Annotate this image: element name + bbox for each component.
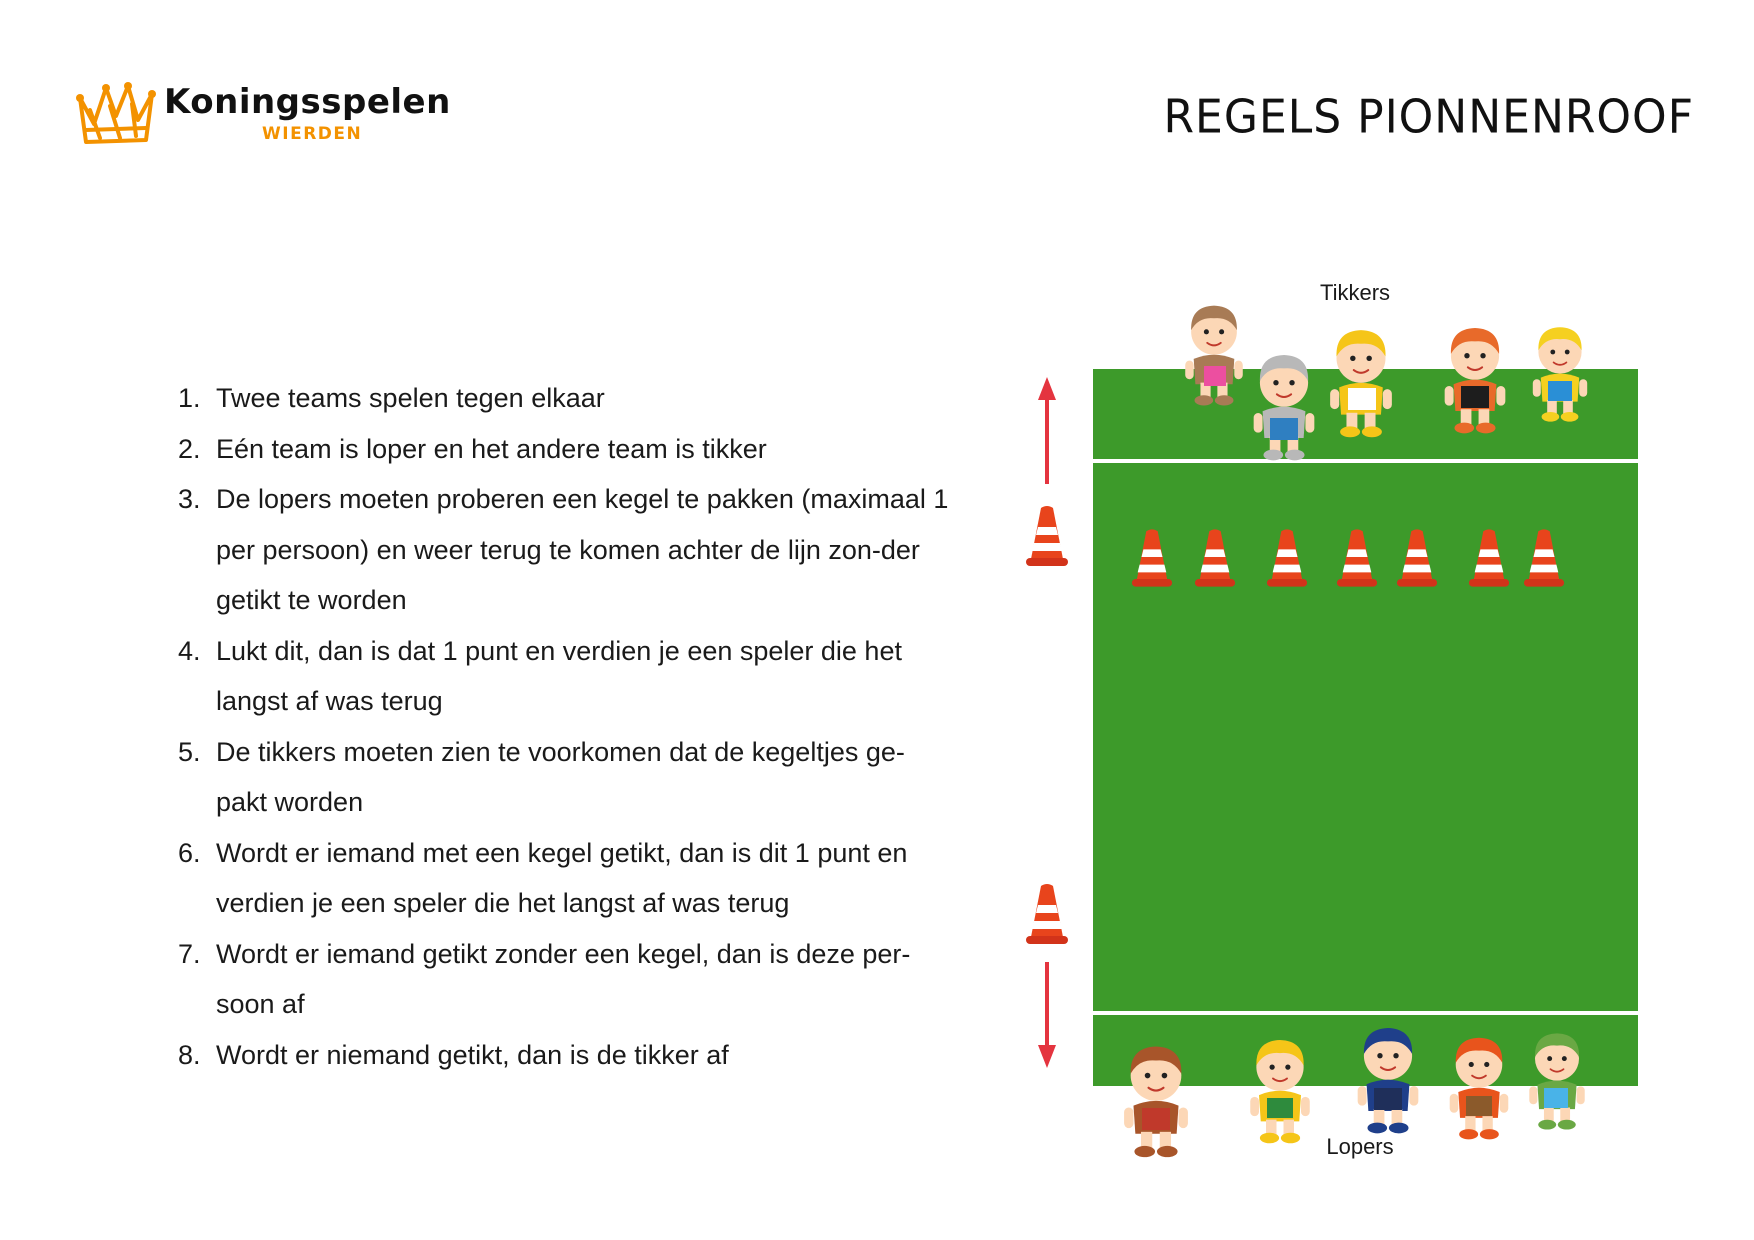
field-grass xyxy=(1093,369,1638,1086)
crown-icon xyxy=(76,82,156,144)
rule-item: 6. Wordt er iemand met een kegel getikt, … xyxy=(170,828,950,929)
tikkers-label: Tikkers xyxy=(1320,280,1390,305)
loper-child xyxy=(1123,1045,1189,1159)
brand-logo: Koningsspelen WIERDEN xyxy=(76,80,450,152)
side-cone-bottom xyxy=(1026,884,1068,944)
brand-location: WIERDEN xyxy=(262,124,363,144)
arrow-down-icon xyxy=(1038,962,1056,1068)
rule-number: 7. xyxy=(178,938,201,969)
loper-child xyxy=(1448,1036,1510,1141)
top-line xyxy=(1093,459,1638,463)
rule-item: 2. Eén team is loper en het andere team i… xyxy=(170,424,950,475)
tikker-child xyxy=(1443,327,1507,435)
rule-text: Wordt er iemand getikt zonder een kegel,… xyxy=(216,938,911,1020)
tikker-child xyxy=(1184,304,1244,407)
rule-number: 8. xyxy=(178,1039,201,1070)
rule-text: Wordt er niemand getikt, dan is de tikke… xyxy=(216,1039,729,1070)
rule-item: 4. Lukt dit, dan is dat 1 punt en verdien… xyxy=(170,626,950,727)
rule-text: Wordt er iemand met een kegel getikt, da… xyxy=(216,837,908,919)
rule-text: De tikkers moeten zien te voorkomen dat … xyxy=(216,736,905,818)
rule-number: 2. xyxy=(178,433,201,464)
arrow-up-icon xyxy=(1038,377,1056,484)
loper-child xyxy=(1356,1027,1420,1135)
tikker-child xyxy=(1252,354,1316,462)
rule-text: Lukt dit, dan is dat 1 punt en verdien j… xyxy=(216,635,902,717)
rule-number: 6. xyxy=(178,837,201,868)
rule-text: Eén team is loper en het andere team is … xyxy=(216,433,767,464)
brand-name: Koningsspelen xyxy=(164,82,451,122)
tikker-child xyxy=(1531,326,1589,423)
rule-item: 5. De tikkers moeten zien te voorkomen da… xyxy=(170,727,950,828)
rule-number: 1. xyxy=(178,383,201,413)
rule-number: 4. xyxy=(178,635,201,666)
rule-text: De lopers moeten proberen een kegel te p… xyxy=(216,484,949,615)
page-title: REGELS PIONNENROOF xyxy=(1163,90,1694,145)
tikker-child xyxy=(1329,329,1393,439)
side-cone-top xyxy=(1026,506,1068,566)
rule-item: 3. De lopers moeten proberen een kegel te… xyxy=(170,474,950,626)
loper-child xyxy=(1528,1032,1586,1131)
rule-number: 5. xyxy=(178,736,201,767)
rule-item: 8. Wordt er niemand getikt, dan is de tik… xyxy=(170,1030,950,1081)
loper-child xyxy=(1249,1039,1311,1145)
bottom-line xyxy=(1093,1011,1638,1015)
rule-text: Twee teams spelen tegen elkaar xyxy=(216,383,605,413)
rule-number: 3. xyxy=(178,484,201,514)
rule-item: 7. Wordt er iemand getikt zonder een kege… xyxy=(170,929,950,1030)
rule-item: 1. Twee teams spelen tegen elkaar xyxy=(170,373,950,424)
rules-list: 1. Twee teams spelen tegen elkaar 2. Eén t… xyxy=(170,373,950,1080)
lopers-label: Lopers xyxy=(1326,1134,1393,1159)
